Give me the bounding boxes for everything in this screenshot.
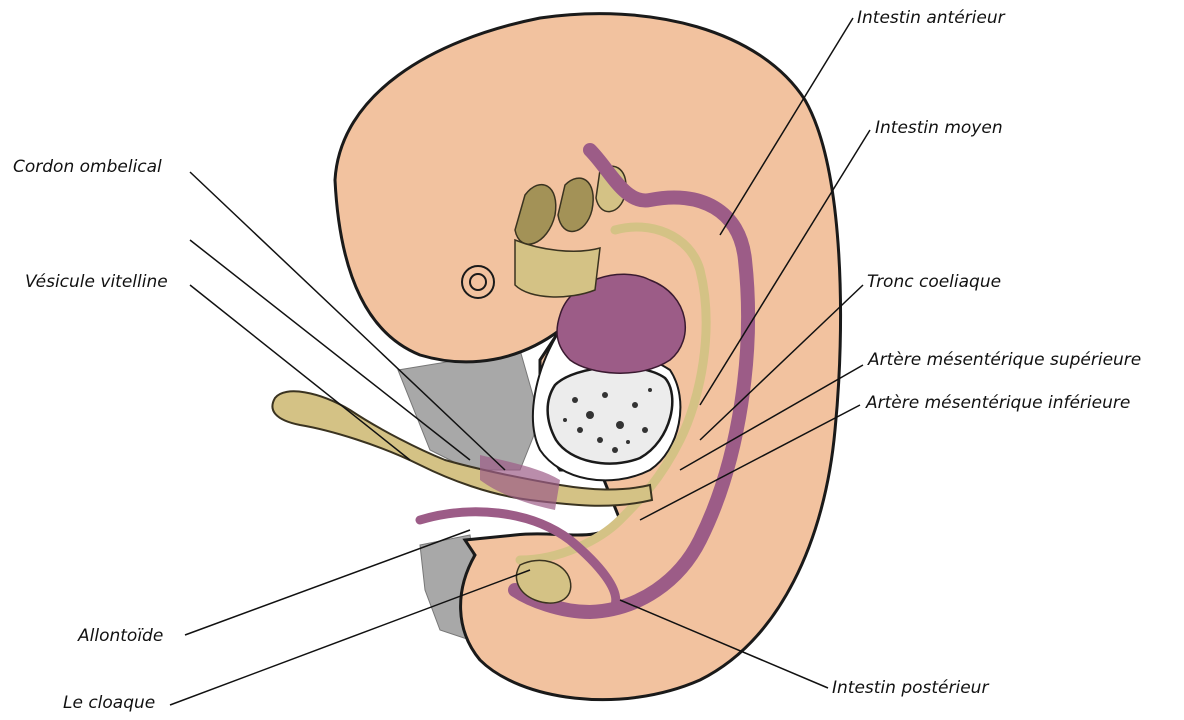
- label-intestin-posterieur: Intestin postérieur: [832, 678, 988, 698]
- label-tronc-coeliaque: Tronc coeliaque: [867, 272, 1001, 292]
- label-allontoide: Allontoïde: [78, 626, 163, 646]
- label-le-cloaque: Le cloaque: [63, 693, 155, 713]
- label-cordon-ombelical: Cordon ombelical: [13, 157, 162, 177]
- label-artere-mes-sup: Artère mésentérique supérieure: [868, 350, 1141, 370]
- liver-mass: [548, 367, 673, 464]
- label-intestin-anterieur: Intestin antérieur: [857, 8, 1005, 28]
- label-intestin-moyen: Intestin moyen: [875, 118, 1003, 138]
- label-artere-mes-inf: Artère mésentérique inférieure: [866, 393, 1130, 413]
- label-vesicule-vitelline: Vésicule vitelline: [25, 272, 168, 292]
